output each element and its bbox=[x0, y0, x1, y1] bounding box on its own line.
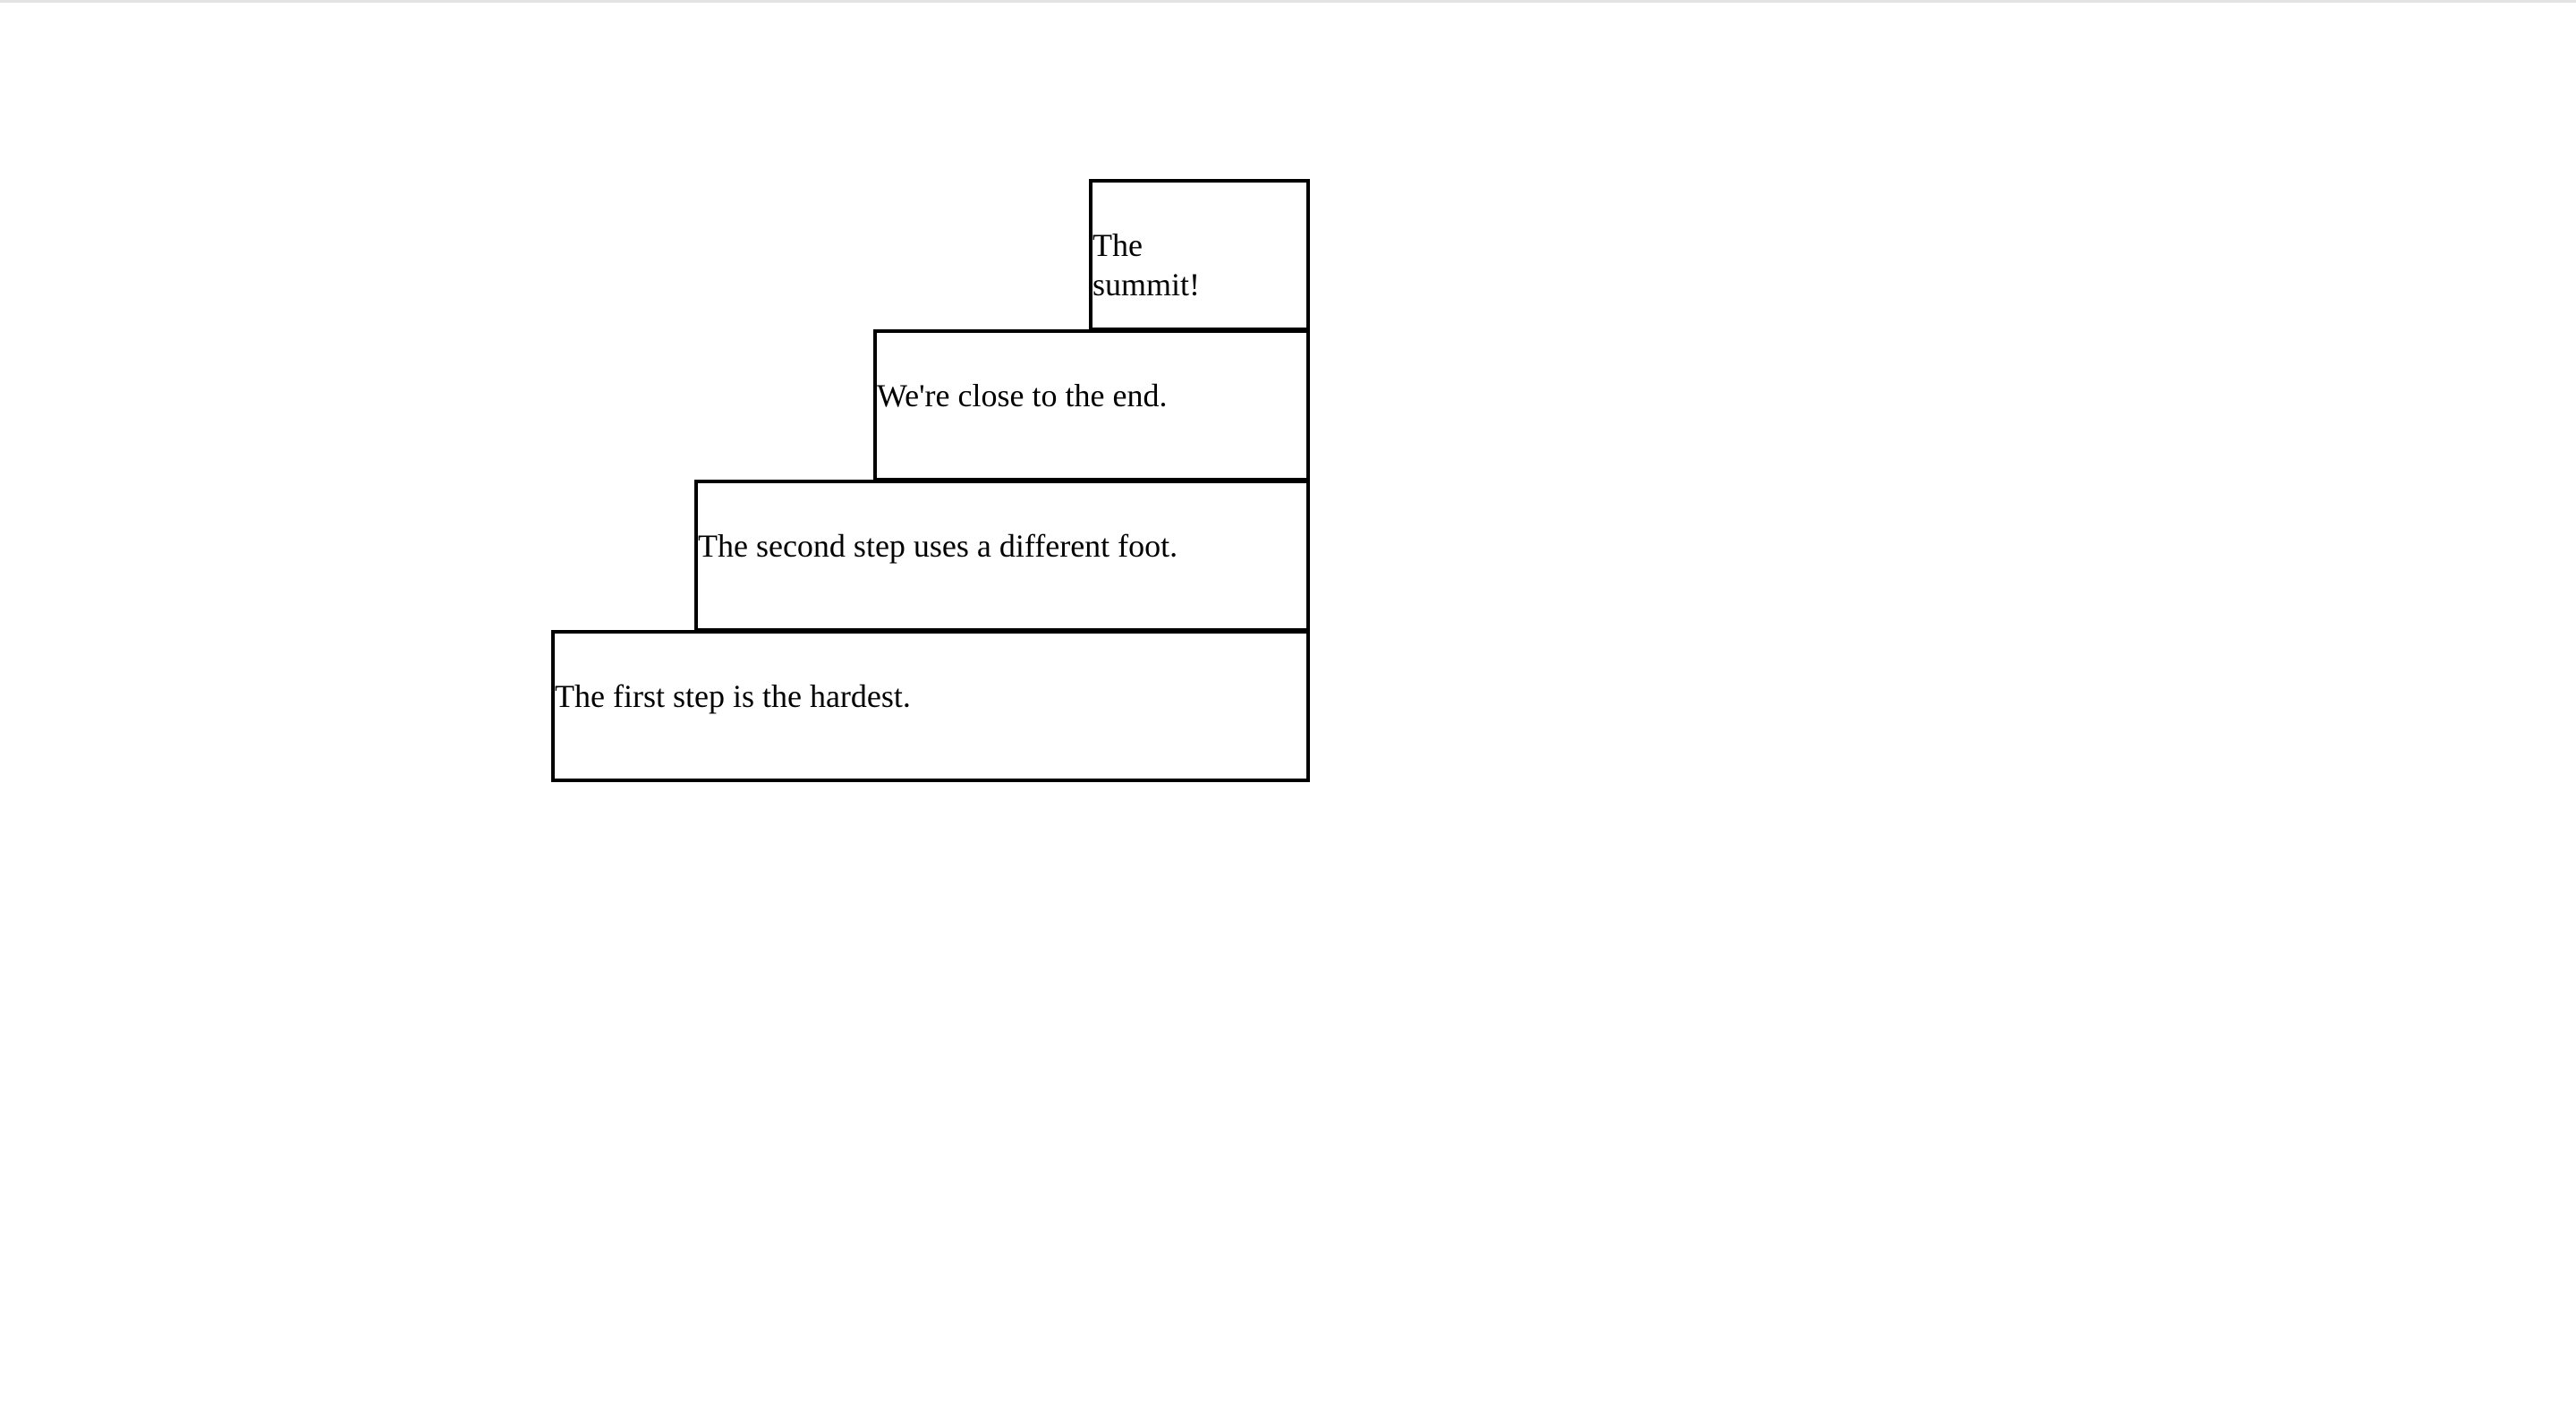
step-box-summit: The summit! bbox=[1089, 179, 1310, 331]
step-box-second: The second step uses a different foot. bbox=[694, 480, 1310, 632]
step-text-summit: The summit! bbox=[1092, 227, 1201, 302]
step-box-third: We're close to the end. bbox=[873, 329, 1310, 481]
step-text-second: The second step uses a different foot. bbox=[698, 528, 1178, 564]
top-divider bbox=[0, 0, 2576, 3]
step-text-first: The first step is the hardest. bbox=[555, 678, 911, 714]
step-text-third: We're close to the end. bbox=[877, 378, 1168, 413]
step-box-first: The first step is the hardest. bbox=[551, 630, 1310, 782]
